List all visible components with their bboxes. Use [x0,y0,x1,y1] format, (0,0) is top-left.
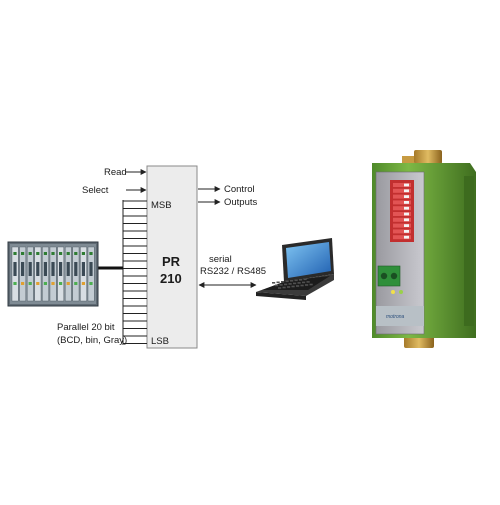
laptop-image [256,238,334,300]
parallel-bus-lines [123,200,147,344]
device-brand-label: motrona [386,314,405,320]
parallel-label-line2: (BCD, bin, Gray) [57,335,127,346]
module-name-line2: 210 [160,271,182,286]
control-label: Control [224,184,255,195]
lsb-label: LSB [151,336,169,347]
pr210-module-block [146,165,198,349]
plc-rack-image [7,241,99,307]
read-label: Read [104,167,127,178]
din-rail-device-image: motrona [372,150,476,348]
serial-label-line2: RS232 / RS485 [200,266,266,277]
parallel-label-line1: Parallel 20 bit [57,322,115,333]
msb-label: MSB [151,200,172,211]
serial-label-line1: serial [209,254,232,265]
select-label: Select [82,185,109,196]
module-name-line1: PR [162,254,181,269]
outputs-label: Outputs [224,197,258,208]
